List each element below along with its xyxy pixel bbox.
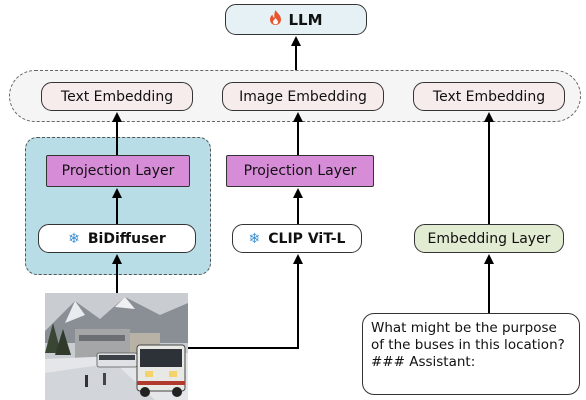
image-embedding: Image Embedding xyxy=(222,82,384,111)
projection-layer-middle: Projection Layer xyxy=(226,155,374,187)
text-embedding-left: Text Embedding xyxy=(41,82,193,111)
embedding-layer-box: Embedding Layer xyxy=(414,224,564,253)
bidiffuser-label: BiDiffuser xyxy=(87,230,166,247)
projection-layer-left: Projection Layer xyxy=(46,155,190,187)
snowflake-icon: ❄ xyxy=(68,230,80,247)
text-embedding-right: Text Embedding xyxy=(413,82,565,111)
llm-label: LLM xyxy=(288,10,323,29)
llm-box: LLM xyxy=(225,4,367,35)
snowflake-icon: ❄ xyxy=(248,230,261,247)
clip-label: CLIP ViT-L xyxy=(268,230,346,247)
bidiffuser-box: ❄ BiDiffuser xyxy=(38,224,196,253)
fire-icon xyxy=(269,10,282,29)
clip-vit-box: ❄ CLIP ViT-L xyxy=(232,224,362,253)
prompt-text-box: What might be the purpose of the buses i… xyxy=(362,313,580,395)
arrow-photo-to-clip xyxy=(188,254,303,349)
bus-photo xyxy=(45,293,188,400)
